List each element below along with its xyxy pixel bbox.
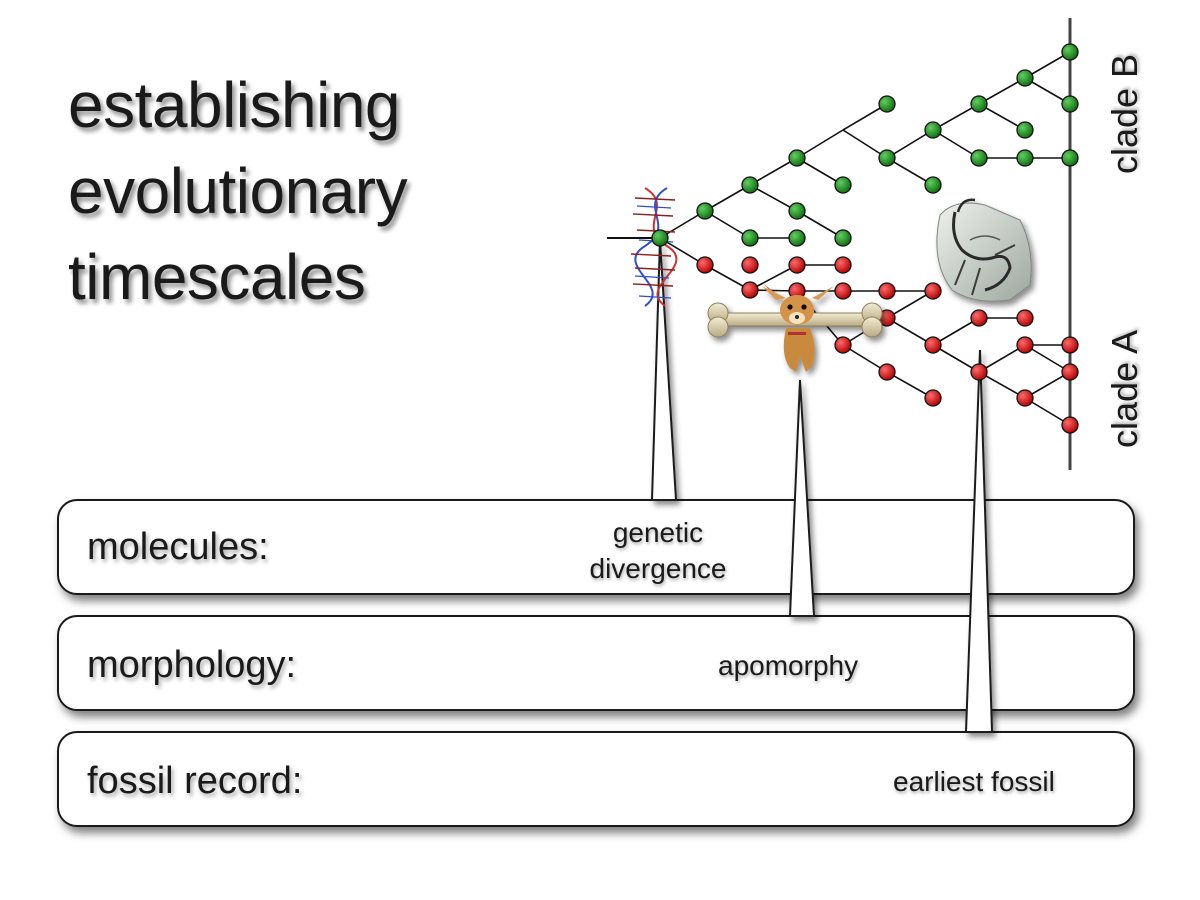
clade-b-node: [1061, 95, 1079, 113]
clade-a-node: [788, 256, 806, 274]
clade-a-node: [834, 336, 852, 354]
clade-a-node: [1016, 309, 1034, 327]
clade-b-label: clade B: [1104, 53, 1145, 175]
tree-branch: [932, 103, 980, 131]
tree-branch: [749, 157, 798, 186]
clade-b-node: [788, 202, 806, 220]
chihuahua-with-bone-image: [707, 284, 883, 372]
title-line-3: timescales: [68, 241, 366, 313]
clade-a-node: [696, 256, 714, 274]
earliest-fossil-annotation: earliest fossil: [893, 766, 1055, 797]
tree-branch: [796, 129, 844, 159]
clade-b-node: [834, 229, 852, 247]
clade-b-node: [1061, 149, 1079, 167]
clade-a-node: [1016, 336, 1034, 354]
tree-branch: [932, 317, 980, 346]
clade-a-node: [1016, 389, 1034, 407]
clade-a-node: [878, 282, 896, 300]
clade-a-node: [834, 256, 852, 274]
clade-b-node: [878, 95, 896, 113]
clade-a-node: [970, 363, 988, 381]
clade-b-node: [878, 149, 896, 167]
clade-b-node: [970, 95, 988, 113]
title-line-2: evolutionary: [68, 155, 408, 227]
title-line-1: establishing: [68, 69, 401, 141]
genetic-divergence-line-1: genetic: [612, 517, 704, 548]
tree-branch: [886, 290, 934, 319]
clade-b-node: [788, 149, 806, 167]
clade-b-node: [1016, 149, 1034, 167]
clade-a-node: [1061, 416, 1079, 434]
clade-b-node: [788, 229, 806, 247]
morphology-label: morphology:: [87, 644, 297, 686]
molecules-panel: molecules:: [57, 499, 1135, 595]
tree-branch: [1024, 51, 1071, 79]
clade-b-node: [741, 176, 759, 194]
morphology-panel: morphology:: [57, 615, 1135, 711]
tree-branch: [932, 129, 980, 159]
clade-a-node: [924, 336, 942, 354]
tree-branch: [1024, 397, 1071, 426]
callout-apomorphy: [788, 379, 816, 617]
callout-earliest-fossil: [964, 349, 994, 733]
clade-a-node: [741, 281, 759, 299]
dna-helix-icon: [630, 187, 678, 307]
bird-fossil-image: [936, 198, 1032, 302]
clade-a-label: clade A: [1104, 329, 1145, 449]
clade-b-node: [1016, 69, 1034, 87]
tree-branch: [886, 157, 934, 186]
clade-b-node: [924, 176, 942, 194]
callout-pointers: [650, 239, 994, 733]
tree-branch: [659, 210, 706, 239]
tree-branch: [796, 157, 844, 186]
clade-a-node: [924, 389, 942, 407]
tree-branch: [978, 77, 1026, 105]
tree-branch: [1024, 371, 1071, 399]
tree-branch: [1024, 77, 1071, 105]
tree-branch: [796, 210, 844, 239]
clade-b-node: [970, 149, 988, 167]
fossil-record-panel: fossil record:: [57, 731, 1135, 827]
clade-b-node: [651, 229, 669, 247]
tree-branch: [842, 129, 888, 159]
tree-branch: [1024, 344, 1071, 373]
tree-branch: [749, 264, 798, 291]
clade-a-node: [1061, 363, 1079, 381]
genetic-divergence-annotation: genetic divergence: [578, 515, 738, 587]
tree-branch: [886, 129, 934, 159]
clade-b-node: [924, 121, 942, 139]
clade-b-node: [1061, 43, 1079, 61]
clade-a-node: [924, 282, 942, 300]
clade-b-node: [741, 229, 759, 247]
clade-a-node: [834, 282, 852, 300]
tree-branch: [659, 237, 706, 266]
tree-branch: [886, 371, 934, 399]
clade-b-node: [696, 202, 714, 220]
clade-b-node: [834, 176, 852, 194]
tree-branch: [978, 344, 1026, 373]
tree-branch: [886, 317, 934, 346]
clade-a-node: [1061, 336, 1079, 354]
clade-a-node: [970, 309, 988, 327]
tree-branch: [704, 210, 751, 239]
clade-b-node: [1016, 121, 1034, 139]
tree-branch: [978, 371, 1026, 399]
tree-branch: [978, 103, 1026, 131]
clade-a-node: [878, 363, 896, 381]
page-title: establishing evolutionary timescales: [68, 62, 408, 320]
tree-branch: [749, 184, 798, 212]
fossil-record-label: fossil record:: [87, 760, 303, 802]
callout-genetic-divergence: [650, 239, 678, 501]
genetic-divergence-line-2: divergence: [589, 553, 727, 584]
molecules-label: molecules:: [87, 526, 269, 568]
tree-nodes: [651, 43, 1079, 434]
tree-branch: [932, 344, 980, 373]
clade-a-node: [741, 256, 759, 274]
apomorphy-annotation: apomorphy: [718, 650, 859, 681]
tree-branch: [704, 184, 751, 212]
